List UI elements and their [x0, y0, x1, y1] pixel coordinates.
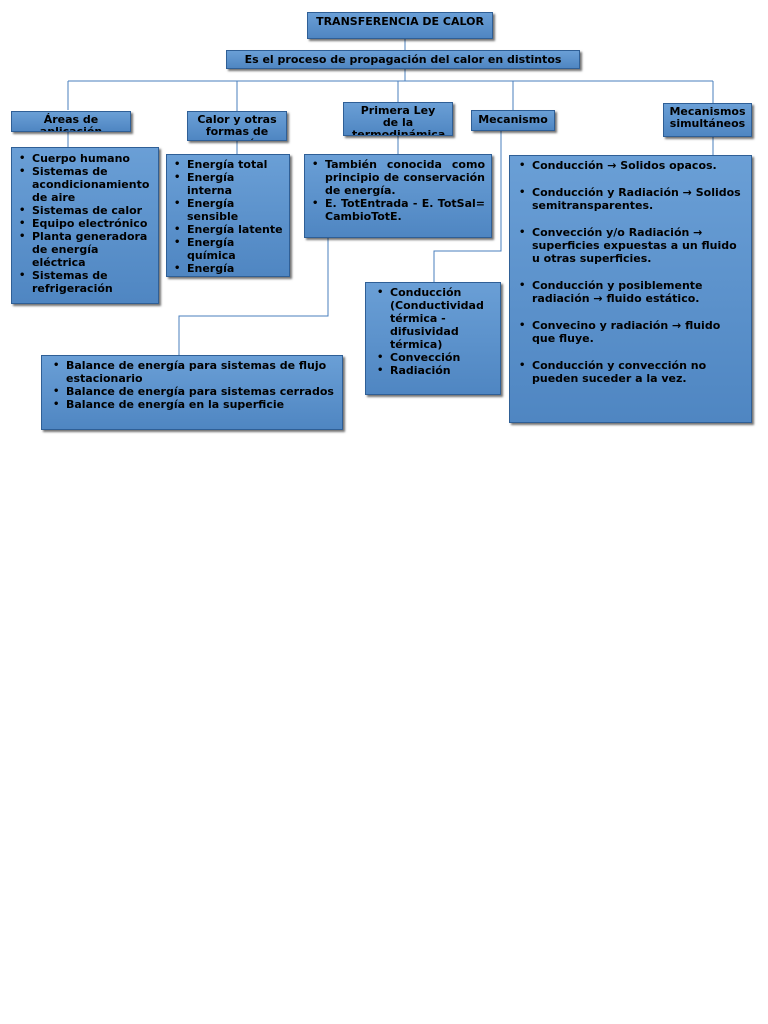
title-text: TRANSFERENCIA DE CALOR — [316, 15, 484, 28]
category-box-simultaneous: Mecanismos simultáneos — [663, 103, 752, 137]
list-item: Radiación — [372, 364, 496, 377]
category-label-areas: Áreas de aplicación — [39, 113, 103, 132]
list-item: Cuerpo humano — [14, 152, 154, 165]
list-item: Balance de energía para sistemas de fluj… — [48, 359, 336, 385]
category-box-energy-forms: Calor y otras formas de energía — [187, 111, 287, 141]
list-item: También conocida como principio de conse… — [307, 158, 485, 197]
list-item: Conducción (Conductividad térmica - difu… — [372, 286, 496, 351]
title-box: TRANSFERENCIA DE CALOR — [307, 12, 493, 39]
list-item: Energía latente — [169, 223, 285, 236]
list-item: Energía sensible — [169, 197, 285, 223]
list-item: Conducción y posiblemente radiación → fl… — [514, 279, 745, 305]
list-box-mechanism: Conducción (Conductividad térmica - difu… — [365, 282, 501, 395]
list-item: Conducción → Solidos opacos. — [514, 159, 745, 172]
list-box-simultaneous: Conducción → Solidos opacos. Conducción … — [509, 155, 752, 423]
list-item: Equipo electrónico — [14, 217, 154, 230]
category-label-energy-forms: Calor y otras formas de energía — [197, 113, 277, 141]
category-box-mechanism: Mecanismo — [471, 110, 555, 131]
list-item: Balance de energía en la superficie — [48, 398, 336, 411]
list-item: Sistemas de acondicionamiento de aire — [14, 165, 154, 204]
definition-box: Es el proceso de propagación del calor e… — [226, 50, 580, 69]
list-item: Conducción y convección no pueden sucede… — [514, 359, 745, 385]
list-item: Convecino y radiación → fluido que fluye… — [514, 319, 745, 345]
list-box-areas: Cuerpo humano Sistemas de acondicionamie… — [11, 147, 159, 304]
list-item: Energía química — [169, 236, 285, 262]
list-box-first-law: También conocida como principio de conse… — [304, 154, 492, 238]
list-box-energy-forms: Energía total Energía interna Energía se… — [166, 154, 290, 277]
list-item: E. TotEntrada - E. TotSal= CambioTotE. — [307, 197, 485, 223]
list-item: Energía interna — [169, 171, 285, 197]
definition-text: Es el proceso de propagación del calor e… — [244, 53, 562, 66]
list-item: Balance de energía para sistemas cerrado… — [48, 385, 336, 398]
list-item: Convección — [372, 351, 496, 364]
list-item: Energía nuclear — [169, 262, 285, 276]
category-label-mechanism: Mecanismo — [478, 113, 548, 126]
category-box-first-law: Primera Ley de la termodinámica — [343, 102, 453, 136]
category-label-simultaneous: Mecanismos simultáneos — [669, 105, 746, 130]
list-item: Convección y/o Radiación → superficies e… — [514, 226, 745, 265]
list-item: Sistemas de refrigeración — [14, 269, 154, 295]
list-item: Energía total — [169, 158, 285, 171]
category-box-areas: Áreas de aplicación — [11, 111, 131, 132]
category-label-first-law: Primera Ley de la termodinámica — [352, 104, 446, 136]
list-item: Conducción y Radiación → Solidos semitra… — [514, 186, 745, 212]
list-item: Sistemas de calor — [14, 204, 154, 217]
list-item: Planta generadora de energía eléctrica — [14, 230, 154, 269]
list-box-balance: Balance de energía para sistemas de fluj… — [41, 355, 343, 430]
